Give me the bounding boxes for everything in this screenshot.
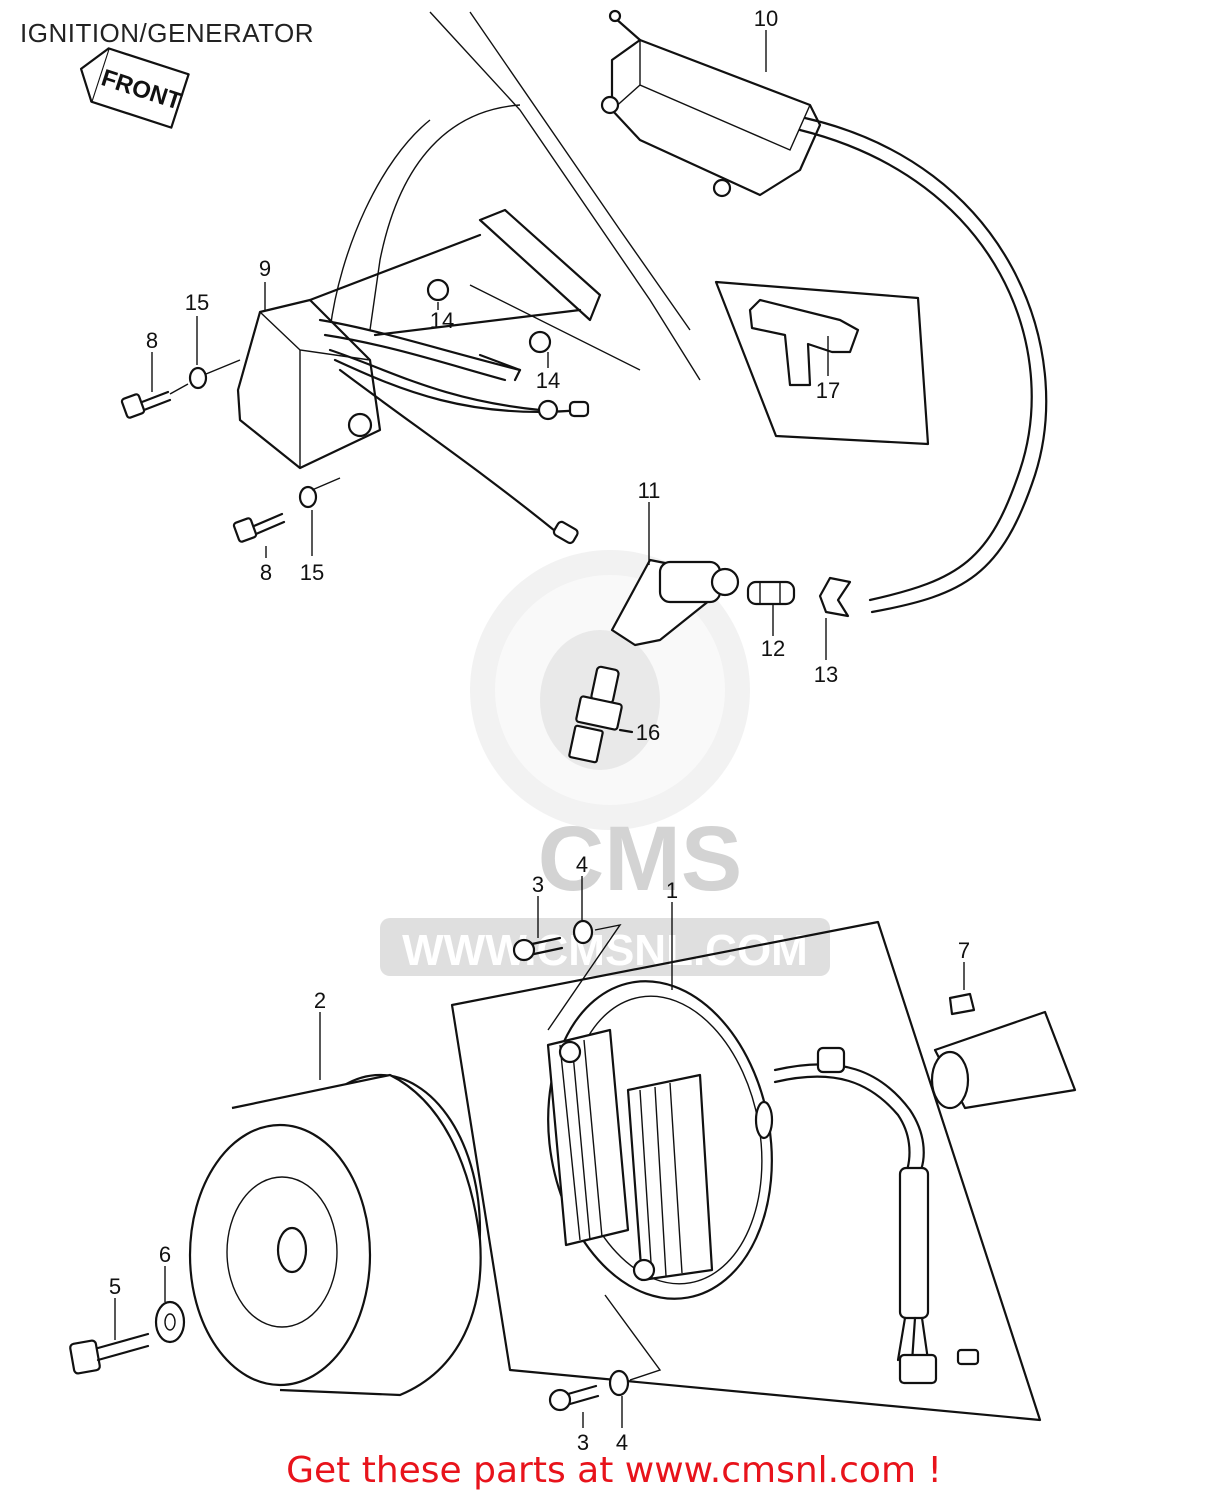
ignition-coil: [600, 9, 1048, 614]
washer-15-lower: [298, 477, 341, 509]
plug-cap-inset: [714, 280, 930, 446]
watermark-url-text: WWW.CMSNL.COM: [402, 926, 808, 975]
watermark-logo-text: CMS: [538, 808, 742, 910]
crankshaft-end: [930, 992, 1077, 1110]
bolt-3-upper: [512, 936, 564, 962]
washer-4-upper: [547, 919, 622, 1031]
stator-assembly: [450, 920, 1042, 1422]
callout-7: 7: [958, 938, 970, 963]
callout-14-left: 14: [430, 308, 454, 333]
bolt-8-upper: [120, 383, 189, 419]
callout-labels: 10 9 15 8 14 14 17 8 15 11 12 13 16 3 4 …: [109, 6, 970, 1450]
leader-lines: [114, 30, 965, 1428]
exploded-parts-diagram: CMS WWW.CMSNL.COM FRONT: [69, 6, 1077, 1450]
callout-17: 17: [816, 378, 840, 403]
callout-12: 12: [761, 636, 785, 661]
callout-8-upper: 8: [146, 328, 158, 353]
callout-3-lower: 3: [577, 1430, 589, 1450]
callout-15-lower: 15: [300, 560, 324, 585]
washer-4-lower: [604, 1294, 662, 1397]
callout-14-right: 14: [536, 368, 560, 393]
washer-15-upper: [188, 359, 241, 390]
clip-13: [818, 576, 852, 618]
callout-16: 16: [636, 720, 660, 745]
cdi-unit: [236, 298, 590, 545]
callout-5: 5: [109, 1274, 121, 1299]
callout-6: 6: [159, 1242, 171, 1267]
callout-3-upper: 3: [532, 872, 544, 897]
spark-plug: [568, 665, 634, 764]
engine-case-outline: [329, 11, 701, 381]
bolt-8-lower: [232, 512, 286, 543]
callout-2: 2: [314, 988, 326, 1013]
callout-4-upper: 4: [576, 852, 588, 877]
mounting-bracket: [308, 208, 602, 354]
callout-13: 13: [814, 662, 838, 687]
callout-4-lower: 4: [616, 1430, 628, 1450]
bolt-3-lower: [548, 1384, 600, 1412]
page-title: IGNITION/GENERATOR: [20, 18, 315, 48]
callout-9: 9: [259, 256, 271, 281]
bolt-5: [69, 1332, 150, 1375]
callout-15-upper: 15: [185, 290, 209, 315]
front-direction-arrow: FRONT: [79, 47, 190, 129]
washer-6: [154, 1300, 186, 1344]
spark-plug-cap: [610, 558, 740, 647]
connector-12: [746, 580, 796, 606]
callout-8-lower: 8: [260, 560, 272, 585]
callout-1: 1: [666, 878, 678, 903]
footer-cta-link[interactable]: Get these parts at www.cmsnl.com !: [286, 1450, 942, 1491]
cms-watermark: CMS WWW.CMSNL.COM: [380, 550, 830, 976]
callout-10: 10: [754, 6, 778, 31]
flywheel-rotor: [188, 1073, 482, 1397]
callout-11: 11: [638, 478, 661, 503]
